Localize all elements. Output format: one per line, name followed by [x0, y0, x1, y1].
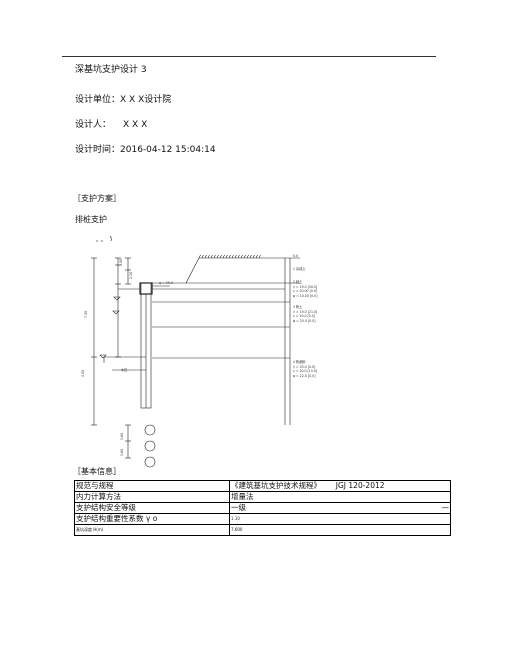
table-row: 内力计算方法 增量法 [74, 491, 451, 503]
top-mark: 0.0 [293, 254, 299, 258]
design-unit-row: 设计单位：X X X设计院 [75, 92, 171, 105]
design-time-row: 设计时间：2016-04-12 15:04:14 [75, 142, 216, 155]
table-row: 支护结构安全等级 一级 — [74, 502, 451, 514]
designer-label: 设计人： [75, 120, 112, 130]
layer-4-title: 4 粉细砂 [293, 360, 306, 364]
safety-grade: 一级 [231, 503, 246, 513]
design-time-value: 2016-04-12 15:04:14 [120, 145, 216, 155]
table-cell-label: 支护结构重要性系数 γ o [74, 513, 230, 525]
dim-h1: 2.10 [129, 271, 133, 279]
table-cell-label: 支护结构安全等级 [74, 502, 230, 514]
layer-4-line-1: γ = 20.0 [0.0] [293, 364, 316, 369]
table-row: 基坑深度 H(m) 7.600 [74, 524, 451, 536]
layer-4-line-2: c = 20.0 [10.0] [293, 369, 318, 374]
table-cell-value: 1.10 [229, 513, 451, 525]
section-scheme-heading: ［支护方案］ [73, 194, 121, 203]
dim-bot1: 1.60 [120, 432, 124, 440]
layer-2-line-1: γ = 19.0 [20.0] [293, 284, 318, 289]
layer-3-line-2: c = 10.0 [0.0] [293, 314, 316, 319]
table-cell-label: 内力计算方法 [74, 491, 230, 503]
safety-grade-dash: — [441, 503, 450, 513]
scheme-type: 排桩支护 [75, 215, 107, 224]
table-row: 规范与规程 《建筑基坑支护技术规程》 JGJ 120-2012 [74, 480, 451, 492]
design-unit-label: 设计单位： [75, 95, 121, 105]
design-time-label: 设计时间： [75, 145, 121, 155]
dim-bot2: 1.60 [120, 448, 124, 456]
basic-info-table: 规范与规程 《建筑基坑支护技术规程》 JGJ 120-2012 内力计算方法 增… [74, 480, 451, 536]
layer-2-line-3: φ = 10.00 [0.0] [293, 293, 318, 298]
layer-3-line-1: γ = 19.0 [21.0] [293, 309, 318, 314]
layer-2-title: 2 粘土 [293, 280, 303, 284]
layer-4-line-3: φ = 22.0 [0.0] [293, 373, 316, 378]
dim-top-left: 1.00 [119, 258, 123, 266]
table-row: 支护结构重要性系数 γ o 1.10 [74, 513, 451, 525]
layer-3-line-3: φ = 20.0 [0.0] [293, 318, 316, 323]
doc-title: 深基坑支护设计 3 [75, 65, 147, 75]
designer-value: X X X [123, 120, 148, 130]
layer-3: 3 粉土 γ = 19.0 [21.0] c = 10.0 [0.0] φ = … [293, 305, 317, 323]
layer-2: 2 粘土 γ = 19.0 [20.0] c = 20.00 [0.0] φ =… [293, 280, 318, 298]
dim-h3: 4.00 [81, 369, 85, 377]
table-cell-value: 一级 — [229, 502, 451, 514]
layer-2-line-2: c = 20.00 [0.0] [293, 289, 318, 294]
spec-code: JGJ 120-2012 [335, 481, 385, 491]
designer-row: 设计人： X X X [75, 117, 147, 130]
layer-3-title: 3 粉土 [293, 305, 303, 309]
table-cell-label: 规范与规程 [74, 480, 230, 492]
load-label: q = 20.0 [159, 281, 173, 285]
table-cell-value: 7.600 [229, 524, 451, 536]
spec-name: 《建筑基坑支护技术规程》 [231, 481, 321, 491]
section-basic-heading: ［基本信息］ [73, 467, 121, 476]
top-rule [62, 56, 436, 57]
design-unit-value: X X X设计院 [120, 95, 172, 105]
table-cell-value: 增量法 [229, 491, 451, 503]
table-cell-label: 基坑深度 H(m) [74, 524, 230, 536]
water-label: 水位 [121, 368, 128, 372]
layer-1-title: 1 杂填土 [293, 267, 306, 271]
layer-4: 4 粉细砂 γ = 20.0 [0.0] c = 20.0 [10.0] φ =… [293, 360, 317, 378]
dim-h2: 7.50 [84, 310, 88, 318]
table-cell-value: 《建筑基坑支护技术规程》 JGJ 120-2012 [229, 480, 451, 492]
